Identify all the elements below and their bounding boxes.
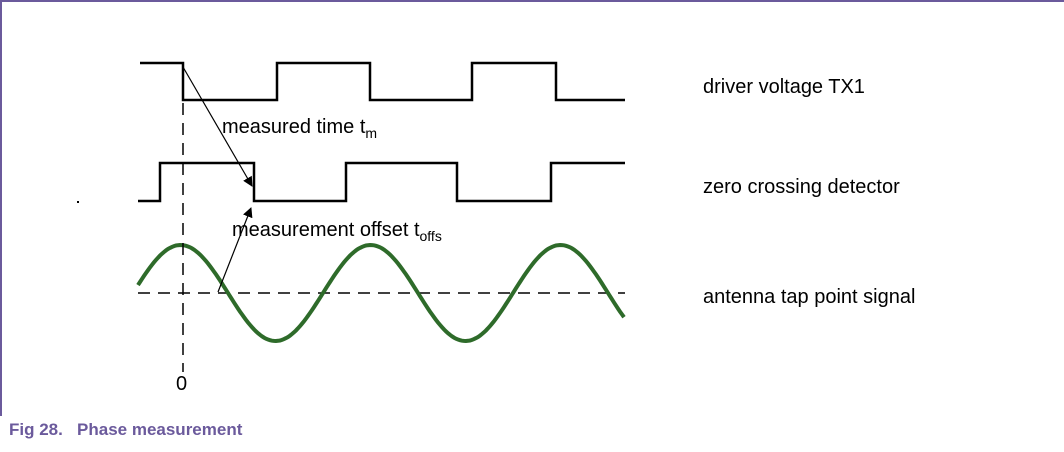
offset-label: measurement offset toffs (232, 219, 442, 244)
zero-axis-label: 0 (176, 373, 187, 395)
offset-arrow (217, 207, 253, 293)
figure-caption: Fig 28. Phase measurement (9, 420, 243, 439)
driver-voltage-waveform (140, 61, 625, 102)
zero-crossing-label: zero crossing detector (703, 176, 900, 198)
driver-voltage-label: driver voltage TX1 (703, 76, 865, 98)
antenna-signal-label: antenna tap point signal (703, 286, 915, 308)
measured-time-arrow (182, 66, 253, 187)
measured-time-label: measured time tm (222, 116, 377, 141)
antenna-sine-wave (136, 242, 626, 344)
zero-crossing-waveform (138, 161, 625, 203)
